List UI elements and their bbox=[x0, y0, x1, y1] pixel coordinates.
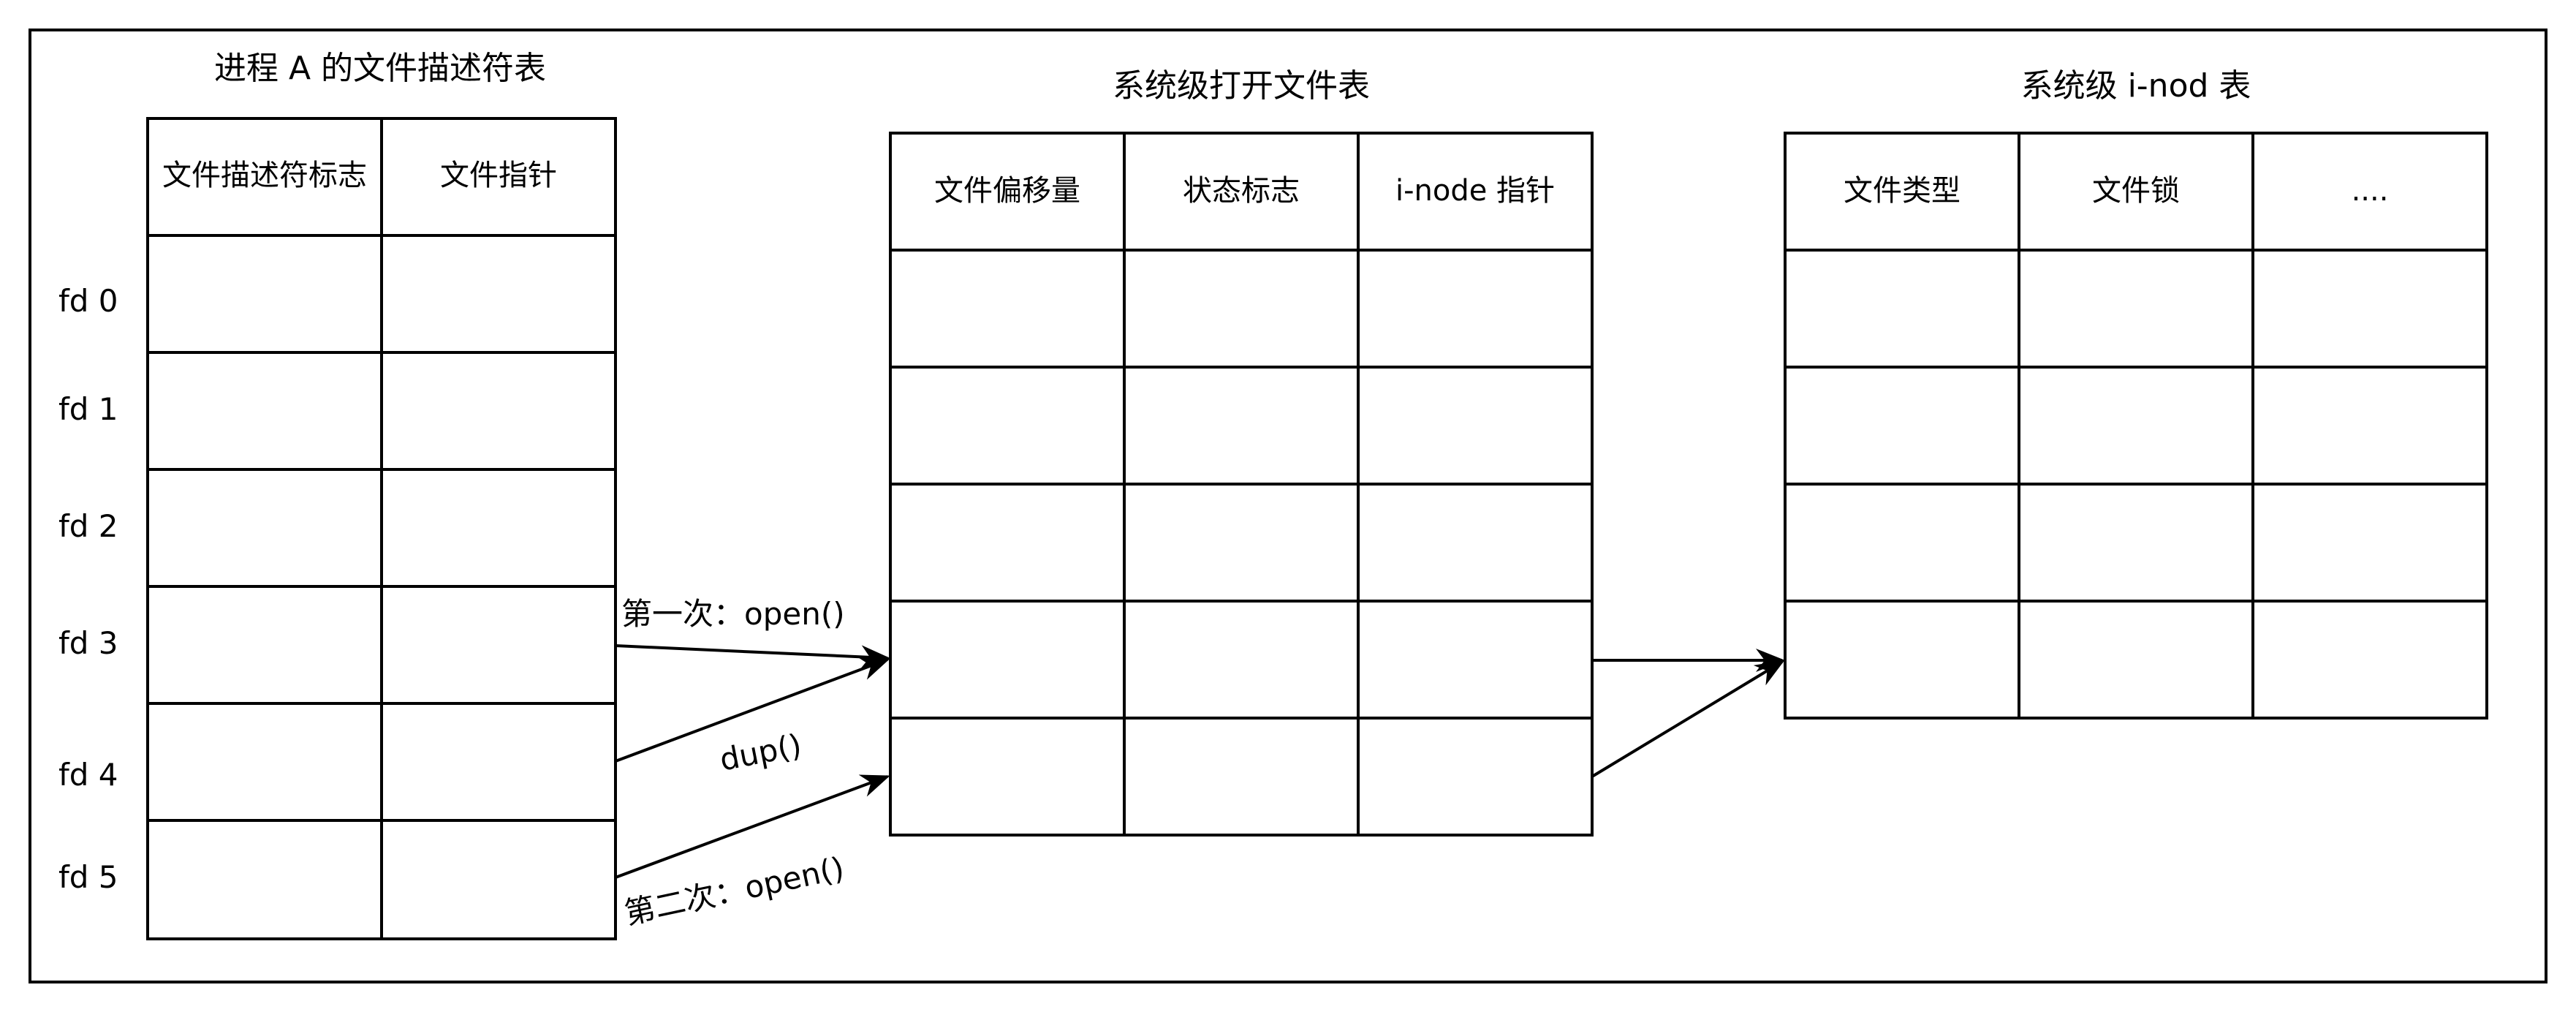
arrow-fd4-to-open-file-entry bbox=[615, 657, 890, 763]
fd-label: fd 2 bbox=[58, 508, 118, 544]
arrow-label-first-open: 第一次：open() bbox=[621, 596, 845, 632]
arrow-fd3-to-open-file-entry bbox=[615, 644, 890, 669]
fd-label: fd 1 bbox=[58, 391, 118, 427]
arrows bbox=[615, 644, 1785, 879]
process-table-title: 进程 A 的文件描述符表 bbox=[214, 50, 546, 87]
arrow-fd5-to-open-file-entry bbox=[615, 774, 890, 879]
fd-label: fd 4 bbox=[58, 757, 118, 793]
inode-table-header-type: 文件类型 bbox=[1844, 174, 1961, 208]
fd-label: fd 5 bbox=[58, 859, 118, 895]
fd-label: fd 3 bbox=[58, 625, 118, 661]
open-file-table bbox=[889, 132, 1594, 837]
inode-table-title: 系统级 i-nod 表 bbox=[2021, 67, 2251, 105]
inode-table-header-lock: 文件锁 bbox=[2092, 174, 2180, 208]
process-table bbox=[146, 117, 617, 940]
arrow-label-dup: dup() bbox=[717, 727, 805, 778]
open-file-table-header-offset: 文件偏移量 bbox=[934, 174, 1080, 208]
inode-table bbox=[1784, 132, 2488, 720]
outer-frame bbox=[29, 29, 2547, 983]
process-table-header-flags: 文件描述符标志 bbox=[162, 159, 367, 192]
process-table-header-pointer: 文件指针 bbox=[440, 159, 557, 192]
open-file-table-header-status: 状态标志 bbox=[1183, 174, 1300, 208]
inode-table-border bbox=[1784, 132, 2488, 720]
inode-table-header-more: .... bbox=[2352, 174, 2389, 208]
open-file-table-title: 系统级打开文件表 bbox=[1113, 67, 1370, 105]
open-file-table-header-inode-pointer: i-node 指针 bbox=[1395, 174, 1555, 208]
fd-label: fd 0 bbox=[58, 283, 118, 319]
arrow-entry5-to-inode bbox=[1591, 660, 1785, 778]
